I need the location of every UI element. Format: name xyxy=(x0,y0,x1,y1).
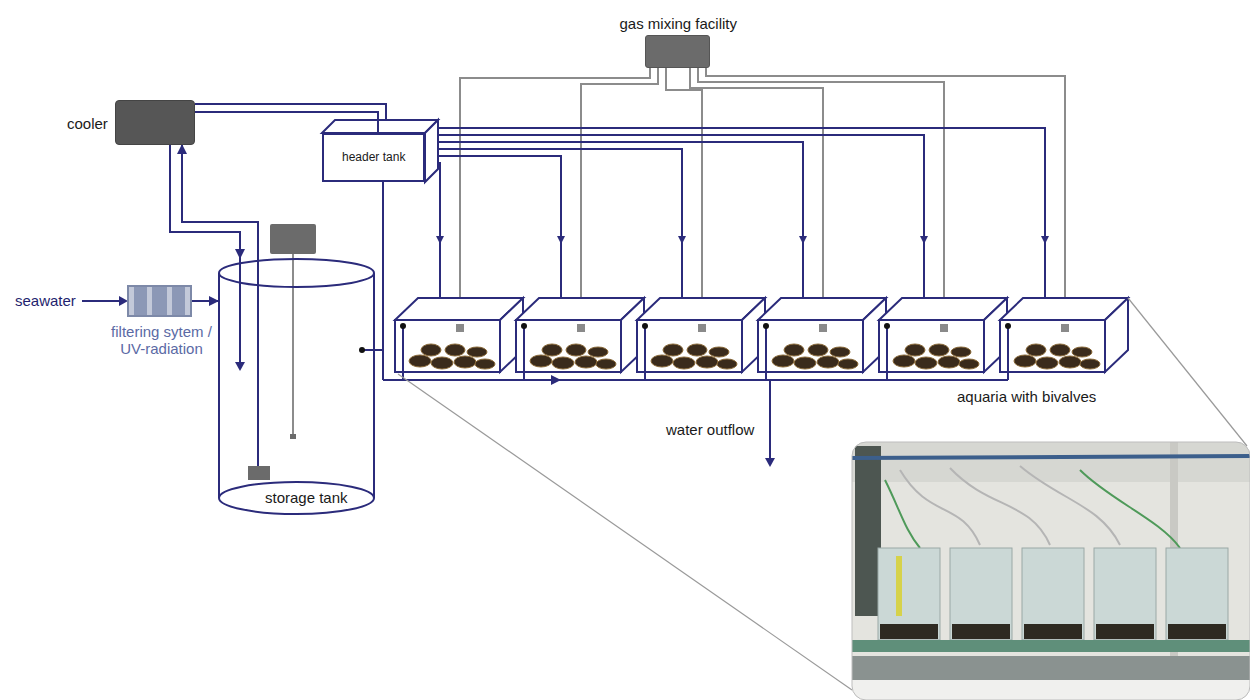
aquaria-with-bivalves xyxy=(395,298,1128,380)
header-tank-faces xyxy=(322,120,438,182)
overflow-point xyxy=(359,347,365,353)
aquaria-label: aquaria with bivalves xyxy=(957,388,1096,405)
drain-pipes xyxy=(362,182,1008,460)
filter-box: filtering sytem / UV-radiation xyxy=(127,285,192,317)
gas-mixing-box: gas mixing facility xyxy=(645,35,710,68)
node-label: filtering sytem / UV-radiation xyxy=(100,323,224,358)
gas-lines xyxy=(460,68,1065,324)
drain-arrowheads xyxy=(551,375,775,467)
node-label: gas mixing facility xyxy=(620,15,738,32)
storage-tank-cylinder: storage tank xyxy=(218,258,375,515)
pipe-connector xyxy=(170,145,240,258)
supply-pipes xyxy=(195,104,1045,315)
node-label: cooler xyxy=(67,115,108,132)
pipe-connector xyxy=(182,145,258,258)
node-label: header tank xyxy=(342,151,405,165)
photo-frame xyxy=(852,442,1250,700)
setup-photo xyxy=(852,442,1250,700)
cylinder-outline xyxy=(218,258,375,515)
seawater-inlet xyxy=(82,296,128,306)
node-label: storage tank xyxy=(265,489,348,506)
pipe-connector xyxy=(195,112,378,133)
inlet-label: seawater xyxy=(15,292,76,309)
header-tank-box: header tank xyxy=(322,133,425,182)
cooler-box: cooler xyxy=(115,100,195,145)
flow-arrowheads xyxy=(436,236,1049,244)
pipe-connector xyxy=(192,300,218,302)
outflow-label: water outflow xyxy=(666,421,754,438)
